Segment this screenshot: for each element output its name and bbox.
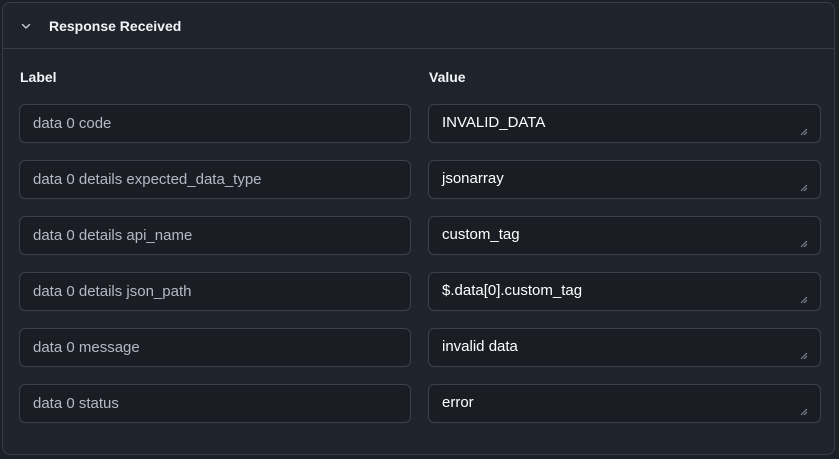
- field-row: data 0 status error: [19, 384, 821, 423]
- field-row: data 0 code INVALID_DATA: [19, 104, 821, 143]
- resize-handle-icon[interactable]: [800, 240, 808, 248]
- field-row: data 0 details api_name custom_tag: [19, 216, 821, 255]
- field-row: data 0 details json_path $.data[0].custo…: [19, 272, 821, 311]
- field-row: data 0 message invalid data: [19, 328, 821, 367]
- value-textarea[interactable]: $.data[0].custom_tag: [428, 272, 821, 311]
- label-input[interactable]: data 0 status: [19, 384, 411, 423]
- panel-title: Response Received: [49, 17, 182, 34]
- label-input[interactable]: data 0 message: [19, 328, 411, 367]
- value-textarea[interactable]: error: [428, 384, 821, 423]
- field-row: data 0 details expected_data_type jsonar…: [19, 160, 821, 199]
- value-column-header: Value: [429, 69, 466, 85]
- value-textarea[interactable]: jsonarray: [428, 160, 821, 199]
- label-input[interactable]: data 0 details api_name: [19, 216, 411, 255]
- label-column-header: Label: [20, 69, 57, 85]
- value-textarea[interactable]: custom_tag: [428, 216, 821, 255]
- column-headers: Label Value: [20, 69, 820, 87]
- resize-handle-icon[interactable]: [800, 184, 808, 192]
- resize-handle-icon[interactable]: [800, 128, 808, 136]
- label-input[interactable]: data 0 code: [19, 104, 411, 143]
- resize-handle-icon[interactable]: [800, 352, 808, 360]
- value-textarea[interactable]: INVALID_DATA: [428, 104, 821, 143]
- label-input[interactable]: data 0 details json_path: [19, 272, 411, 311]
- response-panel: Response Received Label Value data 0 cod…: [2, 2, 835, 455]
- panel-header[interactable]: Response Received: [3, 3, 834, 49]
- label-input[interactable]: data 0 details expected_data_type: [19, 160, 411, 199]
- value-textarea[interactable]: invalid data: [428, 328, 821, 367]
- chevron-down-icon[interactable]: [19, 19, 33, 33]
- resize-handle-icon[interactable]: [800, 408, 808, 416]
- resize-handle-icon[interactable]: [800, 296, 808, 304]
